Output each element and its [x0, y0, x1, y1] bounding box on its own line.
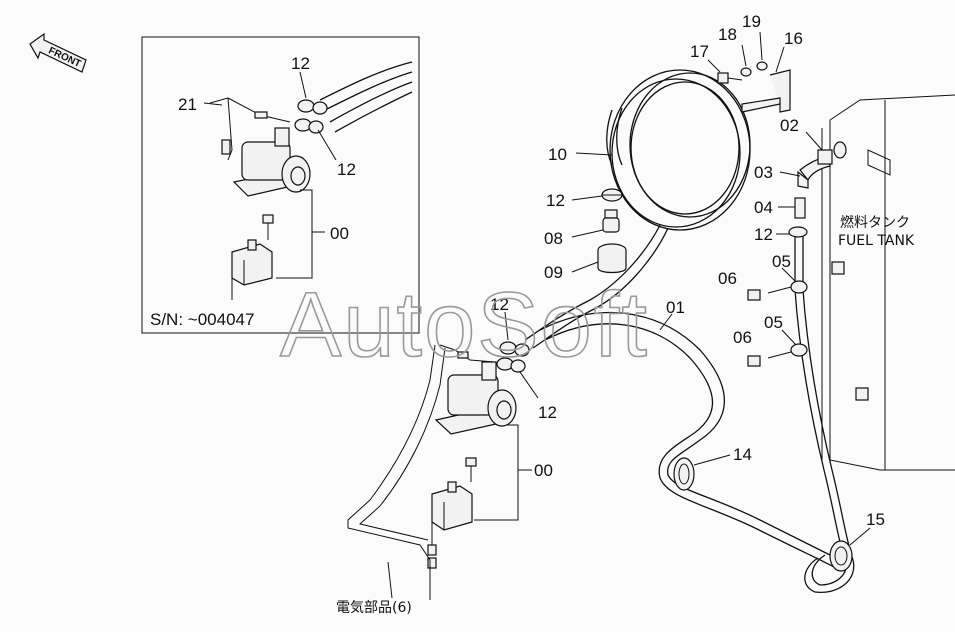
fuel-tank-label-en: FUEL TANK [838, 233, 915, 249]
adapter-fitting-icon [794, 197, 806, 219]
main-bolt-icon [465, 457, 477, 482]
clip-lower-icon [747, 343, 808, 367]
main-hose-icon [539, 312, 841, 569]
callout-12: 12 [337, 160, 356, 179]
electrical-parts-ref: 電気部品(6) [336, 600, 412, 616]
tank-return-hose-icon [794, 289, 855, 594]
callout-17: 17 [690, 42, 709, 61]
main-relay-icon [427, 481, 473, 569]
grommet-icon [673, 457, 695, 491]
inset-clamp-upper-icon [297, 99, 328, 115]
callout-05: 05 [764, 313, 783, 332]
callout-16: 16 [784, 29, 803, 48]
front-label: FRONT [47, 45, 83, 70]
callout-21: 21 [178, 95, 197, 114]
inset-wire [209, 97, 233, 161]
callout-02: 02 [780, 116, 799, 135]
callout-04: 04 [754, 198, 773, 217]
main-fuel-pump-icon [434, 361, 517, 435]
callout-19: 19 [742, 12, 761, 31]
inset-hoses [319, 61, 413, 133]
callout-12: 12 [538, 403, 557, 422]
callout-10: 10 [548, 145, 567, 164]
callout-06: 06 [718, 269, 737, 288]
inset-relay-icon [231, 239, 273, 300]
serial-note: S/N: ~004047 [150, 310, 254, 329]
callout-01: 01 [666, 298, 685, 317]
callout-18: 18 [718, 25, 737, 44]
callout-14: 14 [733, 445, 752, 464]
callout-05: 05 [772, 252, 791, 271]
inset-frame [141, 36, 420, 334]
inset-clamp-lower-icon [294, 118, 324, 134]
watermark: AutoSoft [280, 274, 649, 376]
front-arrow-icon: FRONT [29, 32, 87, 73]
main-clamps-icon [496, 341, 530, 373]
harness-outline [347, 344, 436, 600]
nut-fitting-icon [817, 149, 833, 165]
callout-12: 12 [291, 54, 310, 73]
callout-00: 00 [330, 224, 349, 243]
plug-icon [602, 209, 620, 233]
callout-12: 12 [754, 225, 773, 244]
inset-connector-icon [221, 139, 231, 155]
bracket-icon [717, 61, 791, 113]
callout-12: 12 [490, 295, 509, 314]
callout-12: 12 [546, 191, 565, 210]
hose-clamp-icon [601, 188, 623, 202]
callout-15: 15 [866, 510, 885, 529]
cap-icon [597, 243, 627, 274]
clip-upper-icon [747, 280, 808, 301]
callout-09: 09 [544, 263, 563, 282]
callout-06: 06 [733, 328, 752, 347]
callout-03: 03 [754, 163, 773, 182]
callout-00: 00 [534, 461, 553, 480]
fuel-tank-label-jp: 燃料タンク [840, 214, 910, 231]
inset-bolt-icon [262, 214, 274, 240]
callout-08: 08 [544, 229, 563, 248]
fuel-tank-icon [821, 94, 955, 471]
inset-fuel-pump-icon [232, 127, 311, 197]
